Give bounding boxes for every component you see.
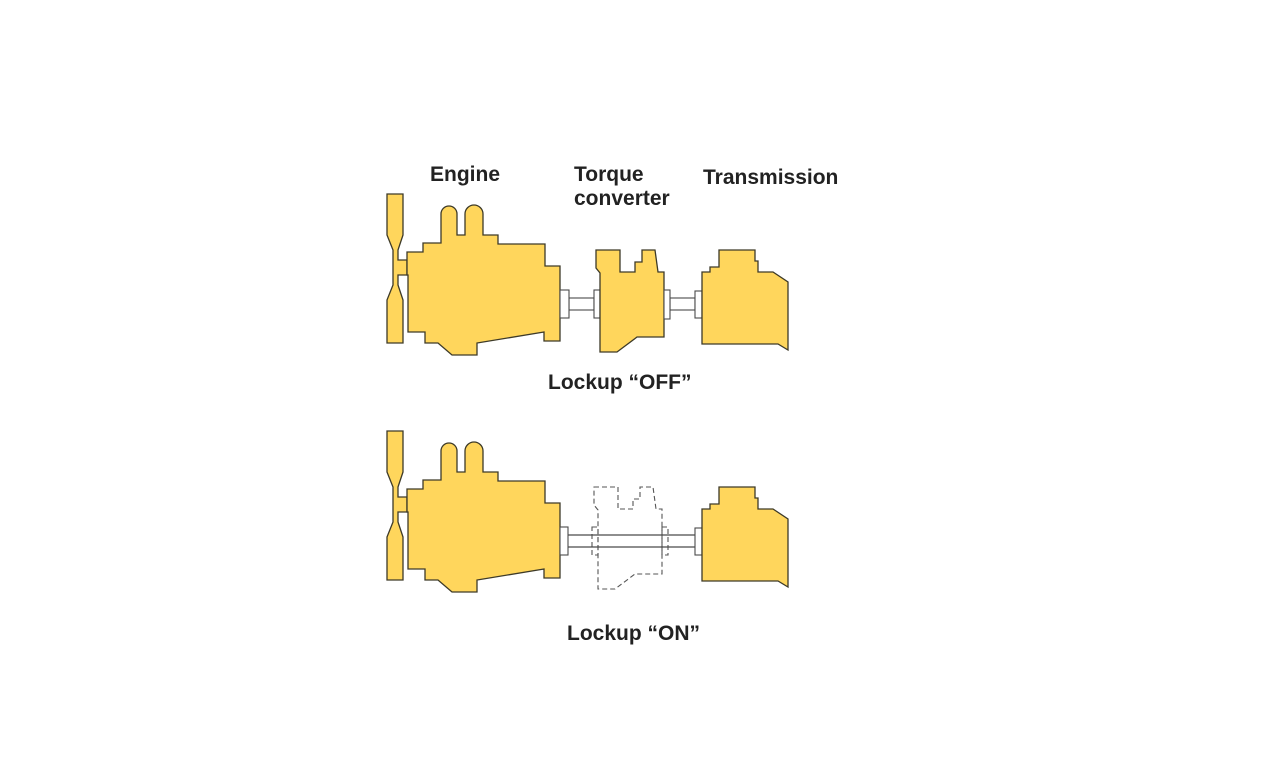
bypassed-torque-converter-outline bbox=[591, 486, 669, 590]
transmission-label: Transmission bbox=[703, 166, 839, 189]
lockup-on-drivetrain bbox=[386, 430, 789, 593]
converter-to-transmission-shaft bbox=[663, 289, 703, 320]
torque-converter-label-line2: converter bbox=[574, 187, 670, 210]
lockup-on-caption: Lockup “ON” bbox=[567, 622, 701, 645]
direct-drive-shaft bbox=[559, 526, 703, 556]
lockup-off-caption: Lockup “OFF” bbox=[548, 371, 692, 394]
torque-converter-label: Torque converter bbox=[574, 163, 704, 211]
transmission-icon bbox=[701, 249, 789, 351]
fan-icon bbox=[386, 430, 408, 581]
engine-label: Engine bbox=[430, 163, 501, 186]
engine-icon bbox=[406, 441, 561, 593]
torque-converter-icon bbox=[595, 249, 665, 353]
engine-to-converter-shaft bbox=[559, 289, 601, 319]
engine-icon bbox=[406, 204, 561, 356]
fan-icon bbox=[386, 193, 408, 344]
torque-converter-label-line1: Torque bbox=[574, 163, 644, 186]
lockup-off-drivetrain bbox=[386, 193, 789, 356]
transmission-icon bbox=[701, 486, 789, 588]
